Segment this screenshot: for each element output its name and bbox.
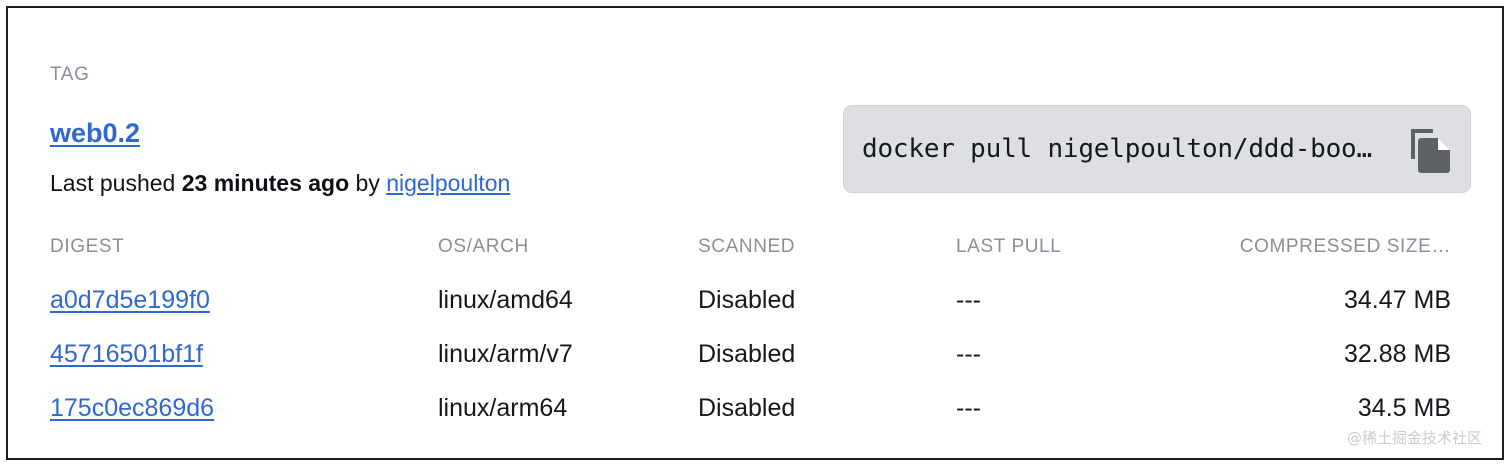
tag-name-link[interactable]: web0.2 <box>50 118 141 148</box>
tag-column-label: TAG <box>50 64 90 85</box>
compressed-size-value: 34.47 MB <box>1343 286 1451 314</box>
digest-link[interactable]: 45716501bf1f <box>50 340 203 368</box>
last-pushed-time: 23 minutes ago <box>181 170 350 196</box>
last-pushed-prefix: Last pushed <box>50 170 176 196</box>
column-header-digest[interactable]: DIGEST <box>50 236 125 257</box>
docker-pull-command-box[interactable]: docker pull nigelpoulton/ddd-boo… <box>843 105 1471 193</box>
last-pushed-line: Last pushed 23 minutes ago by nigelpoult… <box>50 170 510 197</box>
compressed-size-value: 34.5 MB <box>1357 394 1451 422</box>
osarch-value: linux/arm/v7 <box>438 340 573 368</box>
last-pushed-by-word: by <box>355 170 380 196</box>
column-header-compressed-size[interactable]: COMPRESSED SIZE… <box>1239 236 1451 257</box>
table-row: 175c0ec869d6 linux/arm64 Disabled --- 34… <box>8 394 1502 448</box>
watermark: @稀土掘金技术社区 <box>1346 429 1482 447</box>
osarch-value: linux/arm64 <box>438 394 568 422</box>
compressed-size-value: 32.88 MB <box>1343 340 1451 368</box>
table-header-row: DIGEST OS/ARCH SCANNED LAST PULL COMPRES… <box>8 236 1502 286</box>
digest-link[interactable]: a0d7d5e199f0 <box>50 286 210 314</box>
last-pull-value: --- <box>956 394 981 422</box>
osarch-value: linux/amd64 <box>438 286 573 314</box>
scanned-value: Disabled <box>698 340 796 368</box>
digest-link[interactable]: 175c0ec869d6 <box>50 394 215 422</box>
last-pull-value: --- <box>956 286 981 314</box>
docker-pull-command-text: docker pull nigelpoulton/ddd-boo… <box>862 134 1372 164</box>
publisher-user-link[interactable]: nigelpoulton <box>386 170 511 196</box>
column-header-scanned[interactable]: SCANNED <box>698 236 796 257</box>
table-row: a0d7d5e199f0 linux/amd64 Disabled --- 34… <box>8 286 1502 340</box>
image-tag-details-card: TAG web0.2 Last pushed 23 minutes ago by… <box>6 6 1504 460</box>
table-row: 45716501bf1f linux/arm/v7 Disabled --- 3… <box>8 340 1502 394</box>
image-digests-table: DIGEST OS/ARCH SCANNED LAST PULL COMPRES… <box>8 236 1502 448</box>
scanned-value: Disabled <box>698 394 796 422</box>
scanned-value: Disabled <box>698 286 796 314</box>
copy-icon[interactable] <box>1406 123 1456 175</box>
column-header-osarch[interactable]: OS/ARCH <box>438 236 529 257</box>
last-pull-value: --- <box>956 340 981 368</box>
column-header-last-pull[interactable]: LAST PULL <box>956 236 1062 257</box>
